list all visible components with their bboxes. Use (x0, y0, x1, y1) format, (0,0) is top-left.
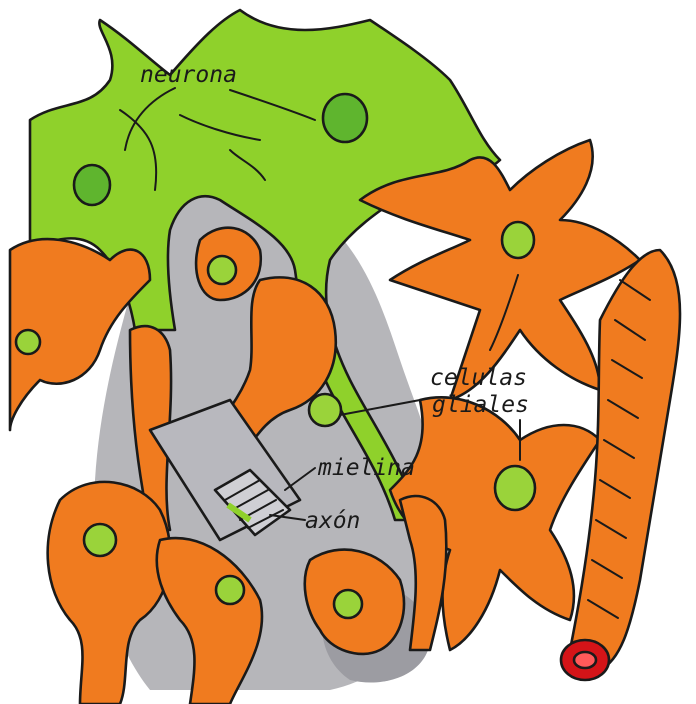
label-glial-line2: gliales (432, 392, 529, 418)
label-axon: axón (305, 508, 360, 534)
red-blood-cell (561, 640, 609, 680)
label-glial-line1: celulas (430, 365, 527, 391)
label-neuron: neurona (140, 62, 237, 88)
label-myelin: mielina (317, 455, 415, 481)
